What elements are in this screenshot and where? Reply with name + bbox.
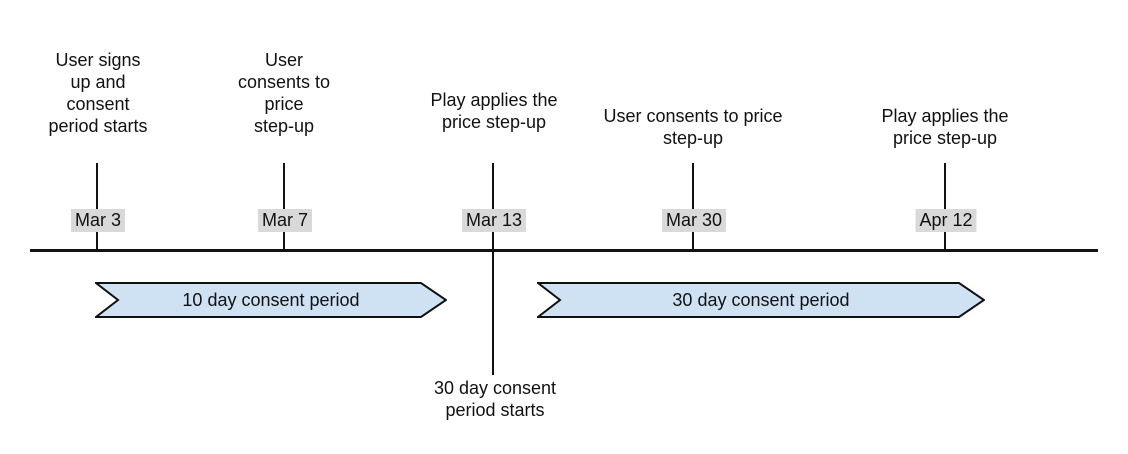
milestone-caption-mar7: User consents to price step-up — [238, 49, 330, 137]
timeline-axis — [30, 249, 1098, 252]
milestone-date-mar13: Mar 13 — [461, 209, 527, 232]
caption-line: User consents to price — [603, 106, 783, 126]
caption-line: consent — [66, 94, 130, 114]
milestone-caption-mar13: Play applies the price step-up — [430, 89, 557, 133]
consent-period-arrow-10day: 10 day consent period — [95, 282, 447, 318]
caption-line: up and — [70, 72, 126, 92]
arrow-banner-polygon — [537, 282, 985, 318]
caption-line: period starts — [445, 400, 545, 420]
milestone-tick-mar30 — [692, 163, 694, 250]
consent-period-label-30day: 30 day consent period — [672, 289, 850, 310]
arrow-banner-shape — [537, 282, 985, 318]
caption-line: price — [264, 94, 304, 114]
milestone-caption-mar30: User consents to price step-up — [603, 105, 782, 149]
milestone-date-apr12: Apr 12 — [915, 209, 977, 232]
caption-line: Play applies the — [881, 106, 1009, 126]
milestone-tick-apr12 — [944, 163, 946, 250]
caption-line: step-up — [662, 128, 724, 148]
caption-line: User signs — [55, 50, 141, 70]
milestone-date-mar7: Mar 7 — [257, 209, 313, 232]
arrow-banner-polygon — [95, 282, 447, 318]
caption-line: price step-up — [892, 128, 998, 148]
milestone-date-mar3: Mar 3 — [70, 209, 126, 232]
caption-line: step-up — [253, 116, 315, 136]
caption-line: period starts — [48, 116, 148, 136]
consent-period-arrow-30day: 30 day consent period — [537, 282, 985, 318]
arrow-banner-shape — [95, 282, 447, 318]
caption-line: Play applies the — [430, 90, 558, 110]
milestone-date-mar30: Mar 30 — [661, 209, 727, 232]
milestone-caption-apr12: Play applies the price step-up — [881, 105, 1008, 149]
caption-line: price step-up — [441, 112, 547, 132]
caption-line: User — [264, 50, 303, 70]
consent-period-label-10day: 10 day consent period — [182, 289, 360, 310]
caption-line: consents to — [237, 72, 331, 92]
milestone-tick-mar7 — [283, 163, 285, 250]
caption-line: 30 day consent — [433, 378, 557, 398]
milestone-tick-mar3 — [96, 163, 98, 250]
milestone-caption-mar3: User signs up and consent period starts — [48, 49, 147, 137]
milestone-tick-mar13 — [492, 163, 494, 375]
below-axis-note-mar13: 30 day consent period starts — [434, 377, 556, 421]
